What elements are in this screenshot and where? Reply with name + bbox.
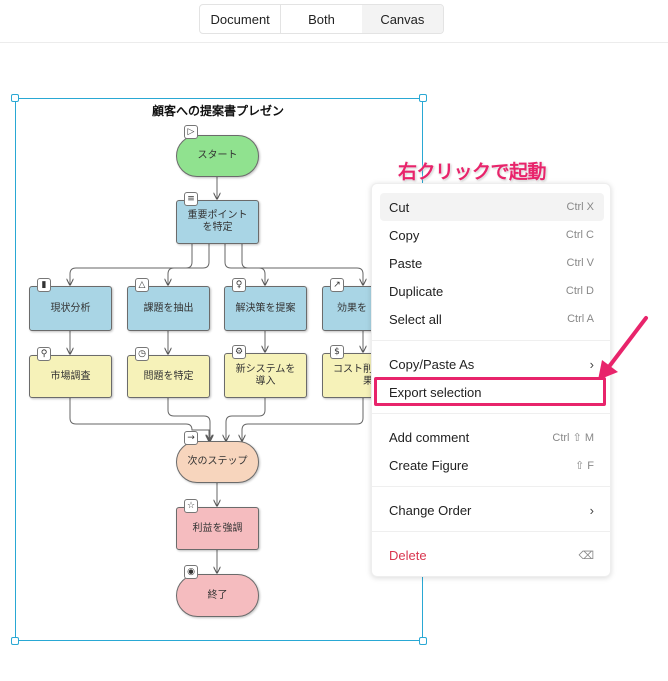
menu-item-label: Select all: [389, 311, 442, 327]
search-icon: ⚲: [37, 347, 51, 361]
diagram-title: 顧客への提案書プレゼン: [151, 104, 284, 118]
chevron-right-icon: ›: [589, 502, 594, 518]
menu-item-label: Add comment: [389, 429, 470, 445]
highlight-box: [374, 377, 606, 406]
view-both-button[interactable]: Both: [308, 11, 335, 27]
menu-item-label: Export selection: [389, 384, 482, 400]
node-new-system[interactable]: 新システムを 導入: [224, 353, 307, 398]
menu-item-label: Copy/Paste As: [389, 356, 475, 372]
node-label: 効果を: [337, 302, 367, 314]
node-label: 現状分析: [50, 302, 91, 314]
menu-item-export-selection[interactable]: Export selection: [380, 378, 604, 406]
menu-item-paste[interactable]: Paste Ctrl V: [380, 249, 604, 277]
resize-handle-top-right[interactable]: [419, 94, 427, 102]
menu-item-create-figure[interactable]: Create Figure ⇧ F: [380, 451, 604, 479]
star-icon: ☆: [184, 499, 198, 513]
menu-item-label: Create Figure: [389, 457, 469, 473]
warning-icon: △: [135, 278, 149, 292]
node-end[interactable]: 終了: [176, 574, 259, 617]
menu-item-shortcut: ⇧ F: [575, 459, 594, 472]
selection-frame[interactable]: [15, 98, 423, 641]
node-key-points[interactable]: 重要ポイント を特定: [176, 200, 259, 244]
backspace-icon: ⌫: [578, 549, 594, 562]
node-label: 解決策を提案: [235, 302, 296, 314]
menu-item-add-comment[interactable]: Add comment Ctrl ⇧ M: [380, 423, 604, 451]
menu-divider: [372, 486, 612, 487]
node-label: 課題を抽出: [143, 302, 194, 314]
bar-chart-icon: ▮: [37, 278, 51, 292]
menu-item-label: Change Order: [389, 502, 472, 518]
menu-item-delete[interactable]: Delete ⌫: [380, 541, 604, 569]
menu-divider: [372, 413, 612, 414]
node-label: 新システムを 導入: [235, 363, 296, 387]
menu-item-shortcut: Ctrl A: [567, 313, 594, 325]
node-market-research[interactable]: 市場調査: [29, 355, 112, 398]
node-label: 利益を強調: [192, 522, 243, 534]
target-icon: ◉: [184, 565, 198, 579]
node-start[interactable]: スタート: [176, 135, 259, 177]
node-issues[interactable]: 課題を抽出: [127, 286, 210, 331]
node-analysis[interactable]: 現状分析: [29, 286, 112, 331]
node-label: 問題を特定: [143, 370, 194, 382]
node-next-step[interactable]: 次のステップ: [176, 441, 259, 483]
node-emphasize-benefit[interactable]: 利益を強調: [176, 507, 259, 550]
list-icon: ≡: [184, 192, 198, 206]
node-label: 終了: [207, 589, 228, 601]
menu-item-label: Paste: [389, 255, 423, 271]
menu-item-label: Duplicate: [389, 283, 444, 299]
menu-item-copy[interactable]: Copy Ctrl C: [380, 221, 604, 249]
menu-item-duplicate[interactable]: Duplicate Ctrl D: [380, 277, 604, 305]
menu-divider: [372, 531, 612, 532]
dollar-icon: $: [330, 345, 344, 359]
menu-item-copy-paste-as[interactable]: Copy/Paste As ›: [380, 350, 604, 378]
annotation-arrow-icon: [598, 316, 648, 380]
lightbulb-icon: ♀: [232, 278, 246, 292]
play-icon: ▷: [184, 125, 198, 139]
menu-item-shortcut: Ctrl ⇧ M: [552, 431, 594, 444]
context-menu: Cut Ctrl X Copy Ctrl C Paste Ctrl V Dupl…: [371, 183, 612, 577]
menu-item-shortcut: Ctrl X: [566, 201, 595, 213]
view-mode-toggle: Document Both Canvas: [199, 4, 444, 34]
menu-divider: [372, 340, 612, 341]
node-label: 次のステップ: [187, 456, 248, 467]
menu-item-label: Copy: [389, 227, 420, 243]
menu-item-shortcut: Ctrl D: [565, 285, 594, 297]
resize-handle-bottom-right[interactable]: [419, 637, 427, 645]
view-canvas-button[interactable]: Canvas: [361, 5, 443, 33]
menu-item-shortcut: Ctrl C: [565, 229, 594, 241]
annotation-label: 右クリックで起動: [398, 161, 547, 183]
menu-item-cut[interactable]: Cut Ctrl X: [380, 193, 604, 221]
menu-item-select-all[interactable]: Select all Ctrl A: [380, 305, 604, 333]
top-bar: Document Both Canvas: [0, 0, 668, 43]
gear-icon: ⚙: [232, 345, 246, 359]
clock-icon: ◷: [135, 347, 149, 361]
trend-icon: ↗: [330, 278, 344, 292]
menu-item-change-order[interactable]: Change Order ›: [380, 496, 604, 524]
chevron-right-icon: ›: [589, 356, 594, 372]
node-label: スタート: [197, 150, 238, 161]
node-identify-problem[interactable]: 問題を特定: [127, 355, 210, 398]
resize-handle-top-left[interactable]: [11, 94, 19, 102]
resize-handle-bottom-left[interactable]: [11, 637, 19, 645]
menu-item-shortcut: Ctrl V: [566, 257, 595, 269]
menu-item-label: Delete: [389, 547, 427, 563]
node-solution[interactable]: 解決策を提案: [224, 286, 307, 331]
node-label: 市場調査: [50, 370, 91, 382]
node-label: コスト削 果: [333, 363, 373, 387]
menu-item-label: Cut: [389, 199, 410, 215]
view-document-button[interactable]: Document: [200, 5, 282, 33]
arrow-right-icon: →: [184, 431, 198, 445]
node-label: 重要ポイント を特定: [187, 210, 248, 233]
